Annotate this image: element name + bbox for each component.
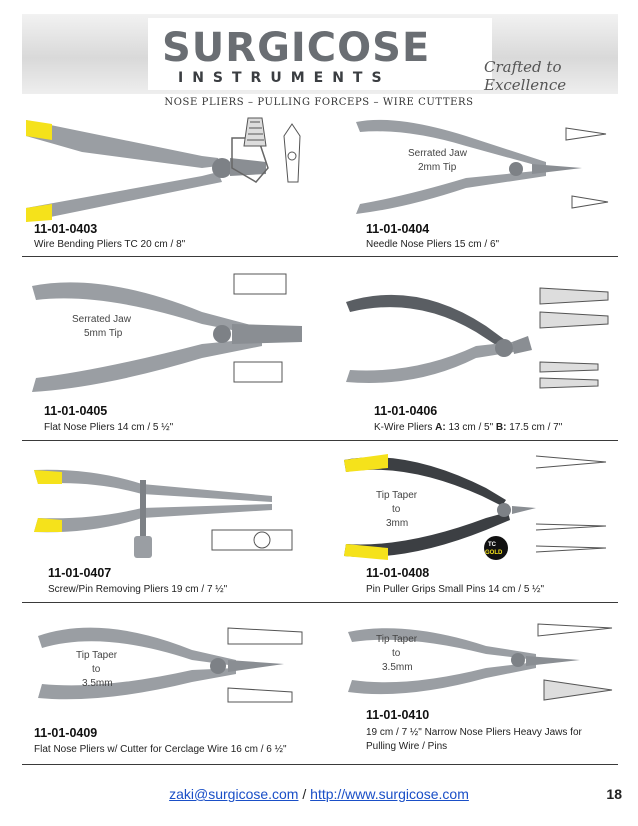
product-code: 11-01-0409: [34, 726, 98, 740]
page-subtitle: NOSE PLIERS – PULLING FORCEPS – WIRE CUT…: [164, 97, 474, 108]
brand-logo: SURGICOSE INSTRUMENTS: [148, 18, 492, 90]
product-code: 11-01-0403: [34, 222, 98, 236]
email-link[interactable]: zaki@surgicose.com: [169, 786, 299, 802]
product-code: 11-01-0410: [366, 708, 430, 722]
tip-callout: 3mm: [386, 518, 408, 529]
page-number: 18: [606, 786, 622, 802]
tc-gold-badge: TC: [488, 542, 497, 548]
row-divider: [22, 602, 618, 603]
row-divider: [22, 764, 618, 765]
product-description: 19 cm / 7 ½" Narrow Nose Pliers Heavy Ja…: [366, 727, 582, 752]
narrow-nose-pliers-image: Tip Taper to 3.5mm: [348, 623, 613, 701]
product-code: 11-01-0404: [366, 222, 430, 236]
product-card: Tip Taper to 3.5mm 11-01-0409 Flat Nose …: [22, 610, 322, 764]
product-description: Flat Nose Pliers w/ Cutter for Cerclage …: [34, 744, 287, 755]
flat-nose-pliers-image: Serrated Jaw 5mm Tip: [32, 273, 302, 392]
jaw-callout: Serrated Jaw: [408, 148, 468, 159]
desc-text: 17.5 cm / 7": [506, 422, 563, 433]
pin-puller-grips-image: TC GOLD Tip Taper to 3mm: [344, 454, 607, 560]
tip-callout: to: [392, 504, 401, 515]
size-a-label: A:: [435, 422, 446, 433]
product-description: Screw/Pin Removing Pliers 19 cm / 7 ½": [48, 584, 228, 595]
product-description: Pin Puller Grips Small Pins 14 cm / 5 ½": [366, 584, 545, 595]
product-card: 11-01-0403 Wire Bending Pliers TC 20 cm …: [22, 112, 322, 256]
product-card: Serrated Jaw 5mm Tip 11-01-0405 Flat Nos…: [22, 266, 322, 440]
product-card: 11-01-0406 K-Wire Pliers A: 13 cm / 5" B…: [336, 266, 618, 440]
product-description: K-Wire Pliers A: 13 cm / 5" B: 17.5 cm /…: [374, 422, 562, 433]
page-footer: zaki@surgicose.com / http://www.surgicos…: [0, 786, 638, 802]
jaw-callout: 2mm Tip: [418, 162, 457, 173]
tip-callout: to: [392, 648, 401, 659]
row-divider: [22, 440, 618, 441]
brand-header: SURGICOSE INSTRUMENTS Crafted to Excelle…: [22, 14, 618, 94]
size-b-label: B:: [495, 422, 507, 433]
product-description: Wire Bending Pliers TC 20 cm / 8": [34, 239, 186, 250]
desc-text: K-Wire Pliers: [374, 422, 436, 433]
flat-nose-cutter-pliers-image: Tip Taper to 3.5mm: [38, 627, 303, 703]
brand-subname: INSTRUMENTS: [178, 70, 391, 86]
tip-callout: 3.5mm: [382, 662, 413, 673]
needle-nose-pliers-image: Serrated Jaw 2mm Tip: [356, 119, 609, 214]
product-code: 11-01-0408: [366, 566, 430, 580]
tip-callout: Tip Taper: [376, 634, 418, 645]
tip-callout: 3.5mm: [82, 678, 113, 689]
row-divider: [22, 256, 618, 257]
tip-callout: Tip Taper: [376, 490, 418, 501]
product-card: TC GOLD Tip Taper to 3mm 11-01-0408 Pin …: [336, 448, 618, 602]
k-wire-pliers-image: [346, 287, 609, 389]
brand-tagline: Crafted to Excellence: [484, 58, 567, 94]
tip-callout: to: [92, 664, 101, 675]
product-code: 11-01-0406: [374, 404, 438, 418]
brand-name: SURGICOSE: [162, 25, 431, 71]
jaw-callout: 5mm Tip: [84, 328, 123, 339]
tc-gold-badge: GOLD: [485, 550, 503, 556]
desc-text: 13 cm / 5": [445, 422, 496, 433]
product-description: Flat Nose Pliers 14 cm / 5 ½": [44, 422, 174, 433]
tip-callout: Tip Taper: [76, 650, 118, 661]
footer-separator: /: [302, 786, 307, 802]
product-code: 11-01-0405: [44, 404, 108, 418]
product-code: 11-01-0407: [48, 566, 112, 580]
product-card: Tip Taper to 3.5mm 11-01-0410 19 cm / 7 …: [336, 610, 618, 764]
screw-pin-removing-pliers-image: [34, 469, 293, 558]
website-link[interactable]: http://www.surgicose.com: [310, 786, 469, 802]
product-card: Serrated Jaw 2mm Tip 11-01-0404 Needle N…: [336, 112, 618, 256]
product-description: Needle Nose Pliers 15 cm / 6": [366, 239, 500, 250]
wire-bending-pliers-image: [26, 117, 301, 222]
product-card: 11-01-0407 Screw/Pin Removing Pliers 19 …: [22, 448, 322, 602]
jaw-callout: Serrated Jaw: [72, 314, 132, 325]
